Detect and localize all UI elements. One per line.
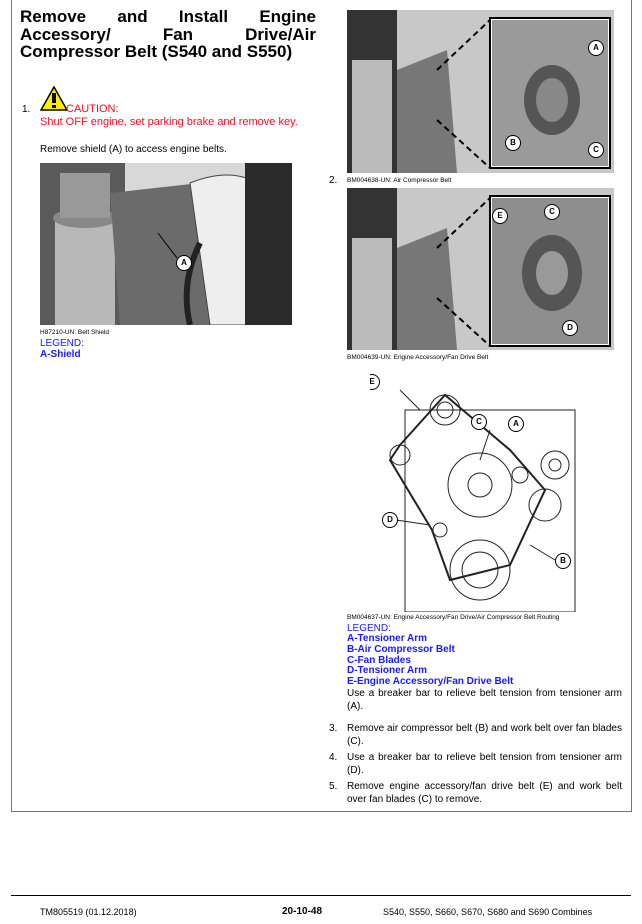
step-number: 2. <box>329 175 338 186</box>
legend-item: D-Tensioner Arm <box>347 665 428 676</box>
figure-caption: H87210-UN: Belt Shield <box>40 329 110 336</box>
footer-page-number: 20-10-48 <box>282 906 323 917</box>
step-number: 5. <box>329 781 338 792</box>
figure-caption: BM004639-UN: Engine Accessory/Fan Drive … <box>347 354 489 361</box>
engine-illustration <box>347 188 614 350</box>
callout-b: B <box>555 553 571 569</box>
engine-line-drawing <box>388 389 576 612</box>
callout-d: D <box>562 320 578 336</box>
step-number: 1. <box>22 104 31 115</box>
callout-c: C <box>544 204 560 220</box>
step-number: 3. <box>329 723 338 734</box>
step-5-text: Remove engine accessory/fan drive belt (… <box>347 781 622 805</box>
warning-icon <box>40 86 68 111</box>
step-4-text: Use a breaker bar to relieve belt tensio… <box>347 752 622 776</box>
legend-item: A-Shield <box>40 349 81 360</box>
belt-shield-photo: A <box>40 163 292 325</box>
callout-a: A <box>588 40 604 56</box>
step-number: 4. <box>329 752 338 763</box>
step-1-text: Remove shield (A) to access engine belts… <box>40 144 227 155</box>
legend-item: C-Fan Blades <box>347 655 411 666</box>
legend-title: LEGEND: <box>347 623 391 634</box>
step-3-text: Remove air compressor belt (B) and work … <box>347 723 622 747</box>
engine-illustration <box>40 163 292 325</box>
fan-drive-belt-photo: E C D <box>347 188 614 350</box>
callout-c: C <box>471 414 487 430</box>
figure-caption: BM004637-UN: Engine Accessory/Fan Drive/… <box>347 614 560 621</box>
figure-caption: BM004638-UN: Air Compressor Belt <box>347 177 452 184</box>
footer-divider <box>11 895 631 896</box>
callout-a: A <box>176 255 192 271</box>
callout-b: B <box>505 135 521 151</box>
legend-item: B-Air Compressor Belt <box>347 644 455 655</box>
footer-models: S540, S550, S660, S670, S680 and S690 Co… <box>383 907 593 917</box>
air-compressor-belt-photo: A B C <box>347 10 614 173</box>
callout-d: D <box>382 512 398 528</box>
legend-title: LEGEND: <box>40 338 84 349</box>
callout-e: E <box>492 208 508 224</box>
belt-routing-diagram: E C A D B <box>370 370 600 612</box>
caution-text: Shut OFF engine, set parking brake and r… <box>40 116 298 128</box>
page-frame <box>11 0 632 812</box>
callout-a: A <box>508 416 524 432</box>
engine-illustration <box>347 10 614 173</box>
page-title: Remove and Install Engine Accessory/ Fan… <box>20 7 316 61</box>
caution-label: CAUTION: <box>66 103 119 115</box>
legend-item: A-Tensioner Arm <box>347 633 428 644</box>
step-2-text: Use a breaker bar to relieve belt tensio… <box>347 688 622 712</box>
footer-doc-id: TM805519 (01.12.2018) <box>40 907 137 917</box>
legend-item: E-Engine Accessory/Fan Drive Belt <box>347 676 514 687</box>
callout-c: C <box>588 142 604 158</box>
